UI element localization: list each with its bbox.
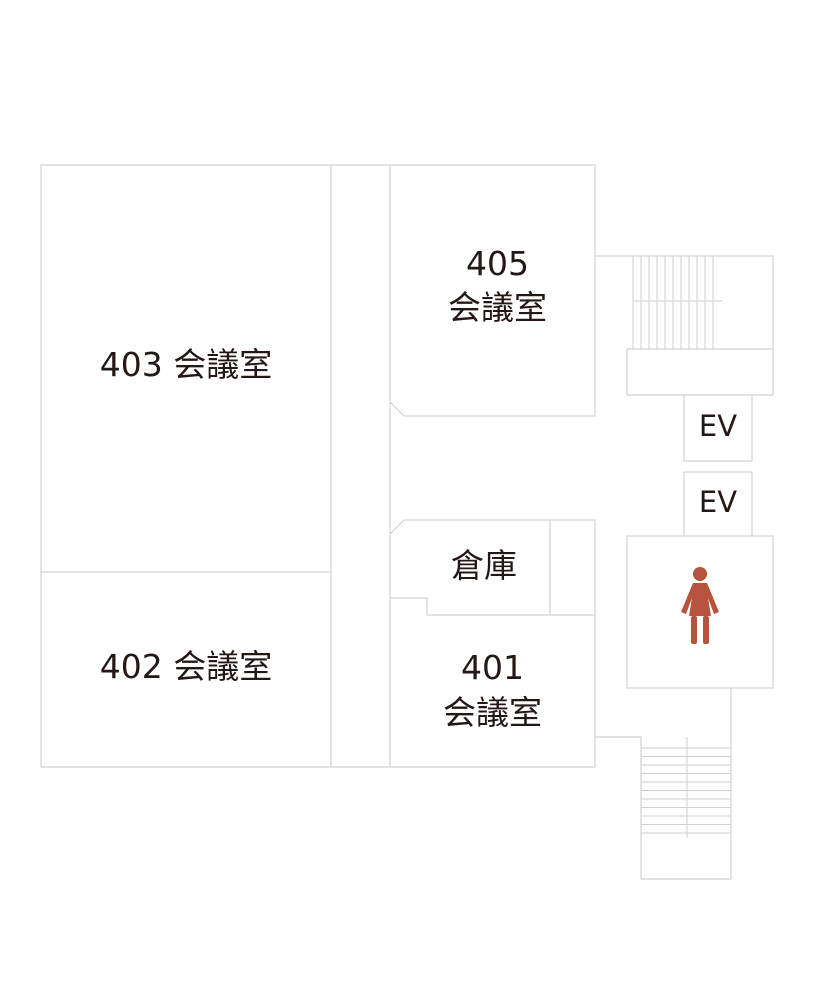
room-403-label: 403 会議室 xyxy=(99,345,273,384)
elevator-2-label: EV xyxy=(698,485,738,519)
room-405-number: 405 xyxy=(466,244,529,283)
lower-stairs xyxy=(641,737,731,838)
female-restroom-icon xyxy=(681,567,719,644)
walls xyxy=(40,164,774,880)
room-405-outline xyxy=(389,164,596,417)
restroom-outline xyxy=(626,535,774,689)
room-402-label: 402 会議室 xyxy=(99,647,273,686)
room-401-name: 会議室 xyxy=(443,693,542,732)
room-401-number: 401 xyxy=(461,648,524,687)
room-405-name: 会議室 xyxy=(448,288,547,327)
storage-label: 倉庫 xyxy=(451,546,517,585)
elevator-1-outline xyxy=(683,394,753,462)
upper-stairs xyxy=(632,256,723,349)
room-401-outline xyxy=(389,597,596,768)
lower-stairwell-outline xyxy=(595,688,732,880)
corridor-outline xyxy=(330,164,391,768)
upper-stairwell-outline xyxy=(595,255,774,396)
elevator-1-label: EV xyxy=(698,409,738,443)
